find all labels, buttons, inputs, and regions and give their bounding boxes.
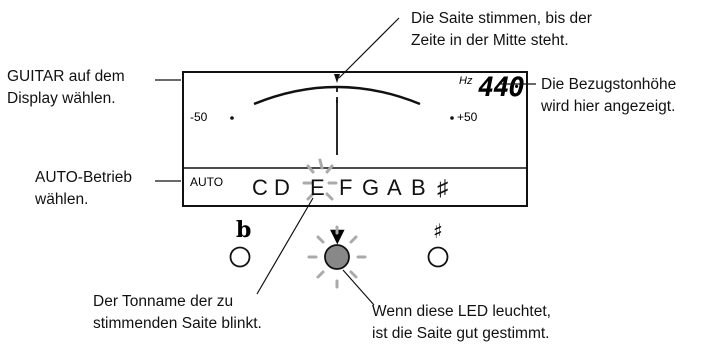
scale-dot-right xyxy=(450,116,454,120)
note-letter: A xyxy=(387,175,402,200)
callout-blinking-note: Der Tonname der zu stimmenden Saite blin… xyxy=(93,291,262,335)
sharp-led-symbol: ♯ xyxy=(433,219,443,243)
callout-auto: AUTO-Betrieb wählen. xyxy=(35,167,132,211)
note-row: C D E F G A B ♯ xyxy=(252,175,448,200)
callout-tuned-led: Wenn diese LED leuchtet, ist die Saite g… xyxy=(372,301,551,345)
center-arrow-icon: ▼ xyxy=(330,225,345,247)
callout-text: Die Bezugstonhöhe xyxy=(541,76,677,93)
note-letter: C xyxy=(252,175,268,200)
led-glow-rays xyxy=(307,225,367,289)
leader-tune xyxy=(338,17,400,79)
callout-text: wird hier angezeigt. xyxy=(541,98,676,115)
note-letter-blinking: E xyxy=(310,175,325,200)
hz-unit-label: Hz xyxy=(459,75,473,87)
callout-text: wählen. xyxy=(35,191,89,208)
auto-mode-label: AUTO xyxy=(190,175,223,189)
note-letter: G xyxy=(362,175,379,200)
note-letter: B xyxy=(411,175,426,200)
tuned-led xyxy=(324,244,350,270)
scale-min-label: -50 xyxy=(190,110,208,124)
callout-reference-pitch: Die Bezugstonhöhe wird hier angezeigt. xyxy=(541,74,676,118)
leader-led xyxy=(342,269,375,306)
note-letter: D xyxy=(274,175,290,200)
hz-value-readout: 440 xyxy=(478,72,525,103)
callout-text: Display wählen. xyxy=(7,90,116,107)
center-marker-icon xyxy=(334,74,340,83)
callout-text: ist die Saite gut gestimmt. xyxy=(372,325,550,342)
flat-led xyxy=(229,246,251,268)
callout-guitar: GUITAR auf dem Display wählen. xyxy=(7,66,125,110)
display-frame xyxy=(182,71,528,207)
callout-tune: Die Saite stimmen, bis der Zeite in der … xyxy=(411,8,592,52)
callout-text: GUITAR auf dem xyxy=(7,68,125,85)
sharp-led xyxy=(427,246,449,268)
scale-dot-left xyxy=(230,116,234,120)
leader-lines xyxy=(155,17,536,306)
callout-text: Der Tonname der zu xyxy=(93,293,234,310)
leader-blink xyxy=(256,197,314,295)
callout-text: Die Saite stimmen, bis der xyxy=(411,10,592,27)
callout-text: Zeite in der Mitte steht. xyxy=(411,32,569,49)
note-letter: F xyxy=(339,175,352,200)
callout-text: AUTO-Betrieb xyxy=(35,169,133,186)
callout-text: stimmenden Saite blinkt. xyxy=(93,315,262,332)
blink-rays xyxy=(302,158,338,201)
sharp-sign: ♯ xyxy=(437,175,448,200)
callout-text: Wenn diese LED leuchtet, xyxy=(372,303,551,320)
scale-max-label: +50 xyxy=(457,110,478,124)
flat-symbol: b xyxy=(236,217,251,243)
